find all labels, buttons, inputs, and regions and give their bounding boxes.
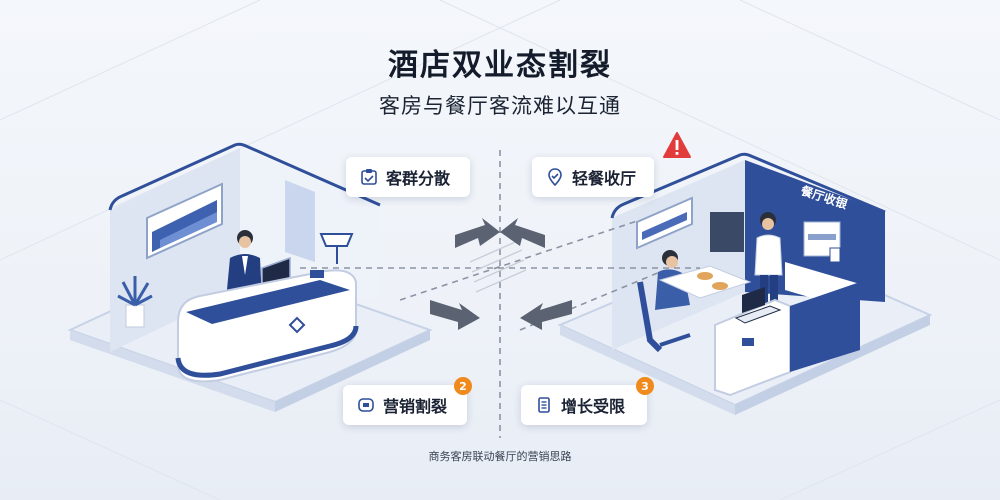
warning-triangle-icon [663,132,691,158]
badge-3: 3 [636,377,654,395]
arrow-right-top [455,218,500,248]
label-light-meal: 轻餐收厅 [572,169,637,188]
label-guest-scatter: 客群分散 [386,169,451,188]
arrow-right-bottom [430,300,480,330]
page-title: 酒店双业态割裂 [388,48,612,83]
label-card-guest-scatter: 客群分散 [346,157,470,197]
label-growth-limit: 增长受限 [561,397,626,416]
arrow-left-top [500,218,545,248]
label-card-marketing-split: 营销割裂 [343,385,467,425]
clipboard-icon [361,169,377,185]
footer-caption: 商务客房联动餐厅的营销思路 [428,450,572,463]
box-icon [358,398,374,412]
badge-2: 2 [454,377,472,395]
arrow-left-bottom [520,300,572,330]
page-subtitle: 客房与餐厅客流难以互通 [379,94,621,118]
label-card-light-meal: 轻餐收厅 [532,157,654,197]
label-marketing-split: 营销割裂 [383,397,448,416]
location-icon [548,168,562,186]
label-card-growth-limit: 增长受限 [521,385,647,425]
document-icon [538,397,550,413]
